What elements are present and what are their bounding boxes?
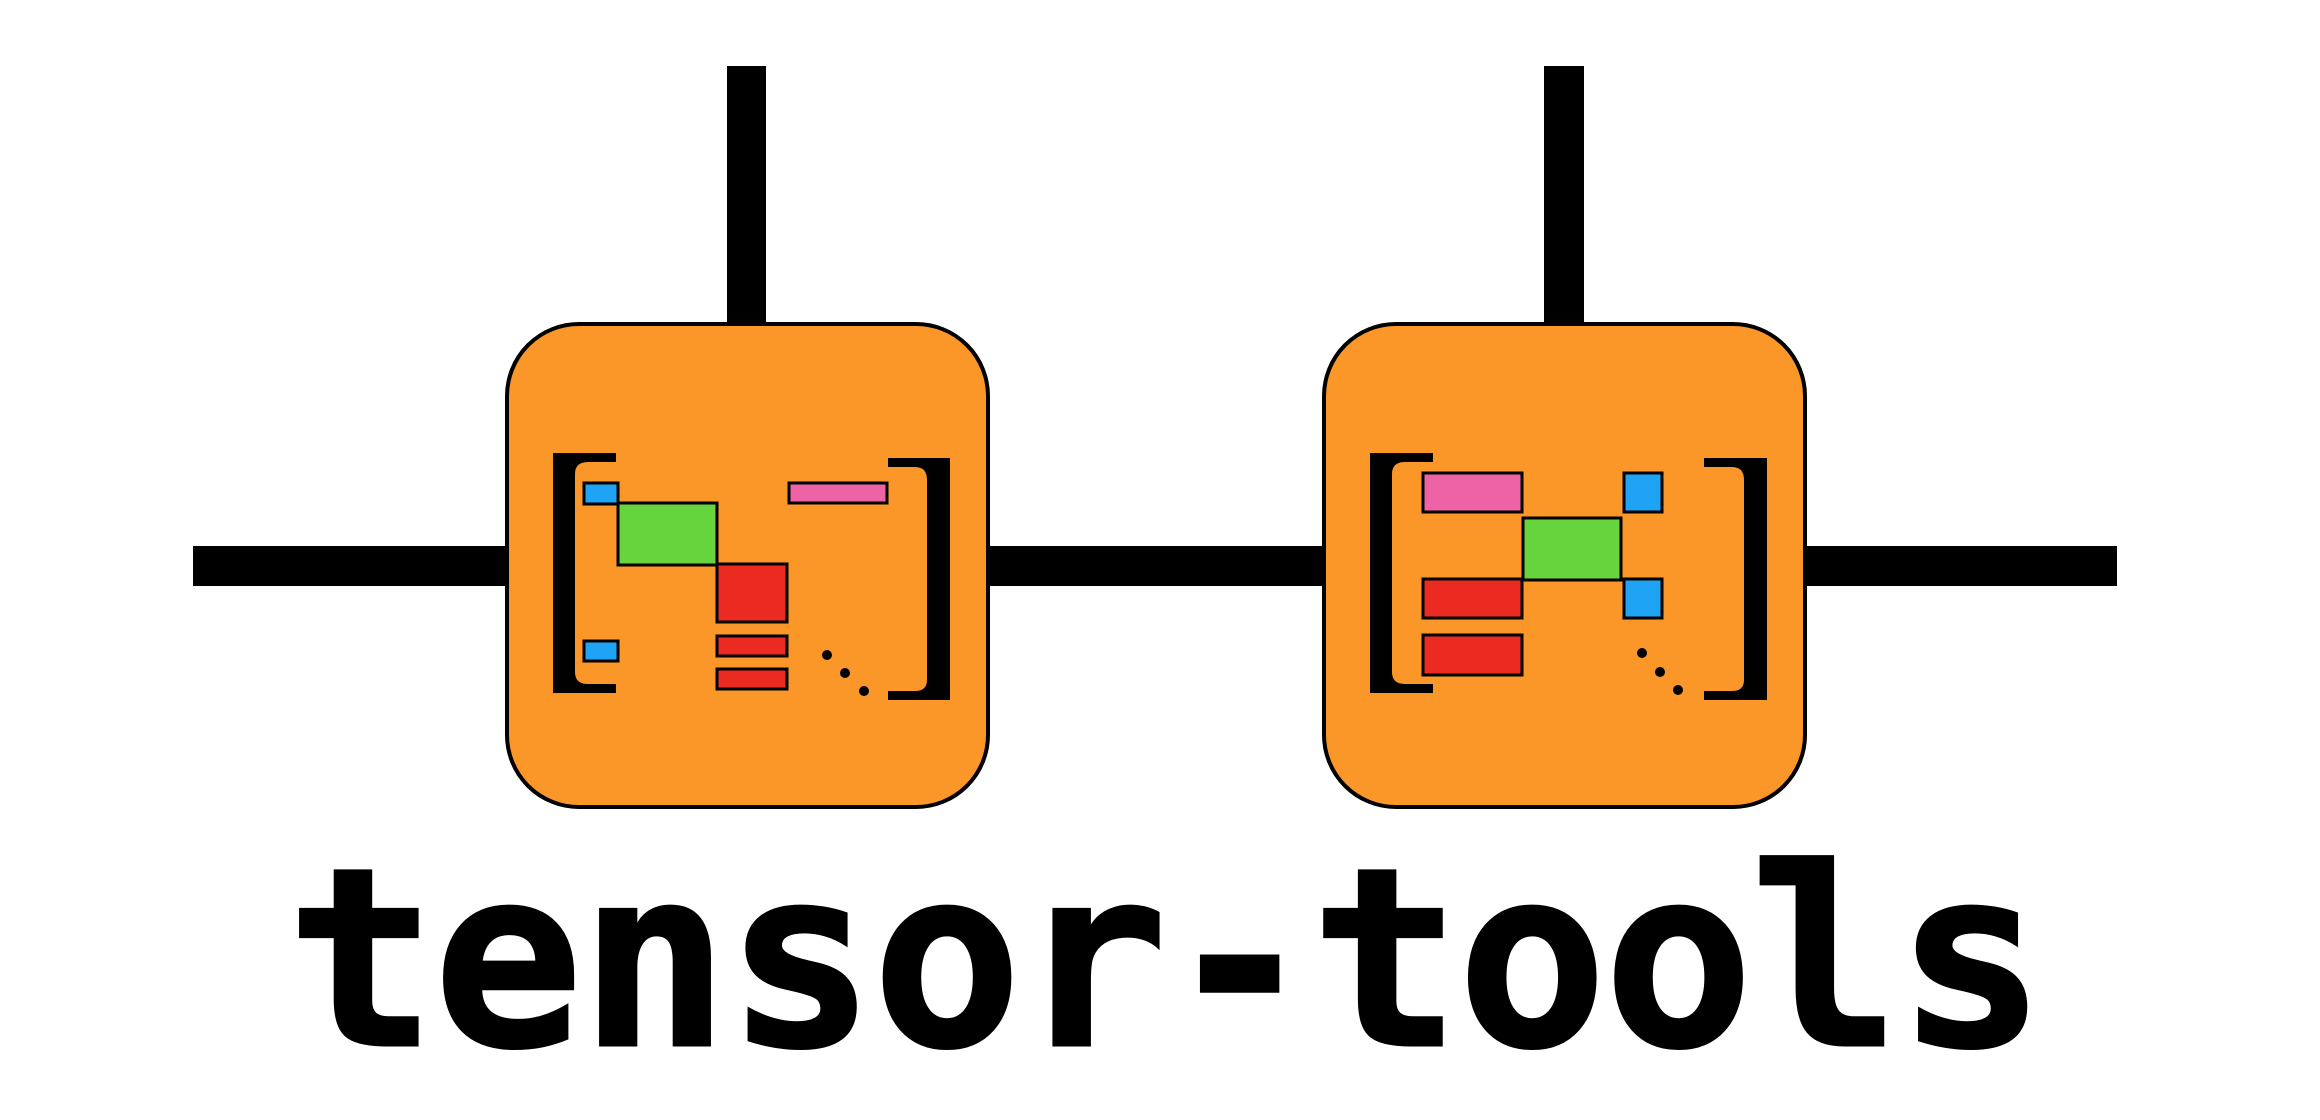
ellipsis-dot <box>840 668 850 678</box>
block-red <box>715 562 789 624</box>
tensor-node-left <box>505 322 990 809</box>
ellipsis-dot <box>1655 667 1665 677</box>
block-pink <box>1421 471 1524 514</box>
matrix-bracket-left <box>1370 453 1433 693</box>
ellipsis-dot <box>1673 685 1683 695</box>
edge-right-leg <box>1805 546 2117 586</box>
block-blue <box>1622 471 1664 514</box>
block-green <box>616 501 719 567</box>
ellipsis-dot <box>822 650 832 660</box>
matrix-blocks <box>1421 471 1664 677</box>
ellipsis-dot <box>1637 648 1647 658</box>
matrix-bracket-right <box>888 458 950 700</box>
network-edges <box>193 66 2117 586</box>
diagonal-ellipsis <box>1637 648 1683 695</box>
block-red <box>715 667 789 691</box>
block-red <box>715 634 789 658</box>
logo-wordmark: tensor-tools <box>286 816 2048 1104</box>
block-green <box>1521 516 1623 582</box>
block-red <box>1421 633 1524 677</box>
block-red <box>1421 577 1524 620</box>
block-blue <box>1622 577 1664 620</box>
matrix-bracket-left <box>553 453 616 693</box>
block-pink <box>787 481 889 505</box>
block-blue <box>582 639 620 663</box>
matrix-blocks <box>582 481 889 691</box>
edge-left-leg <box>193 546 510 586</box>
tensor-node-right <box>1322 322 1807 809</box>
edge-top-leg-left <box>727 66 766 331</box>
diagonal-ellipsis <box>822 650 869 696</box>
edge-middle-bond <box>985 546 1325 586</box>
ellipsis-dot <box>859 686 869 696</box>
edge-top-leg-right <box>1544 66 1584 331</box>
block-blue <box>582 481 620 506</box>
matrix-bracket-right <box>1704 458 1767 700</box>
